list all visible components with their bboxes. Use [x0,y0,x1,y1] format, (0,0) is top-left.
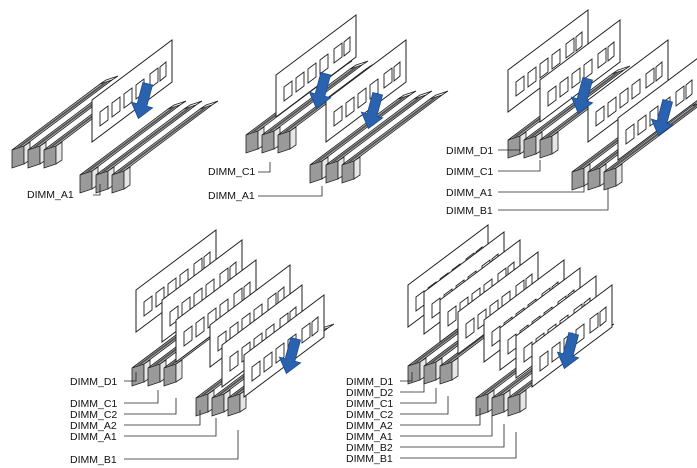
label-dimm-b1: DIMM_B1 [70,454,117,466]
label-dimm-a1: DIMM_A1 [27,189,74,201]
label-dimm-c1: DIMM_C1 [346,398,393,410]
label-dimm-c2: DIMM_C2 [346,409,393,421]
label-dimm-d1: DIMM_D1 [446,145,493,157]
label-dimm-a2: DIMM_A2 [70,420,117,432]
diagram-four-modules: DIMM_D1 DIMM_C1 DIMM_A1 DIMM_B1 [446,9,697,217]
label-dimm-b1: DIMM_B1 [346,453,393,465]
diagram-six-modules: DIMM_D1 DIMM_C1 DIMM_C2 DIMM_A2 DIMM_A1 … [70,229,335,466]
label-dimm-d1: DIMM_D1 [70,376,117,388]
label-dimm-a1: DIMM_A1 [346,431,393,443]
diagram-eight-modules: DIMM_D1 DIMM_D2 DIMM_C1 DIMM_C2 DIMM_A2 … [346,224,615,465]
label-dimm-c1: DIMM_C1 [446,166,493,178]
label-dimm-c1: DIMM_C1 [70,398,117,410]
label-dimm-a1: DIMM_A1 [208,190,255,202]
label-dimm-a2: DIMM_A2 [346,420,393,432]
diagram-two-modules: DIMM_C1 DIMM_A1 [208,14,449,202]
label-dimm-b1: DIMM_B1 [446,205,493,217]
label-dimm-d1: DIMM_D1 [346,376,393,388]
label-dimm-d2: DIMM_D2 [346,387,393,399]
label-dimm-c1: DIMM_C1 [208,166,255,178]
label-dimm-c2: DIMM_C2 [70,409,117,421]
label-dimm-a1: DIMM_A1 [70,431,117,443]
diagram-one-module: DIMM_A1 [11,39,219,201]
label-dimm-b2: DIMM_B2 [346,442,393,454]
label-dimm-a1: DIMM_A1 [446,187,493,199]
